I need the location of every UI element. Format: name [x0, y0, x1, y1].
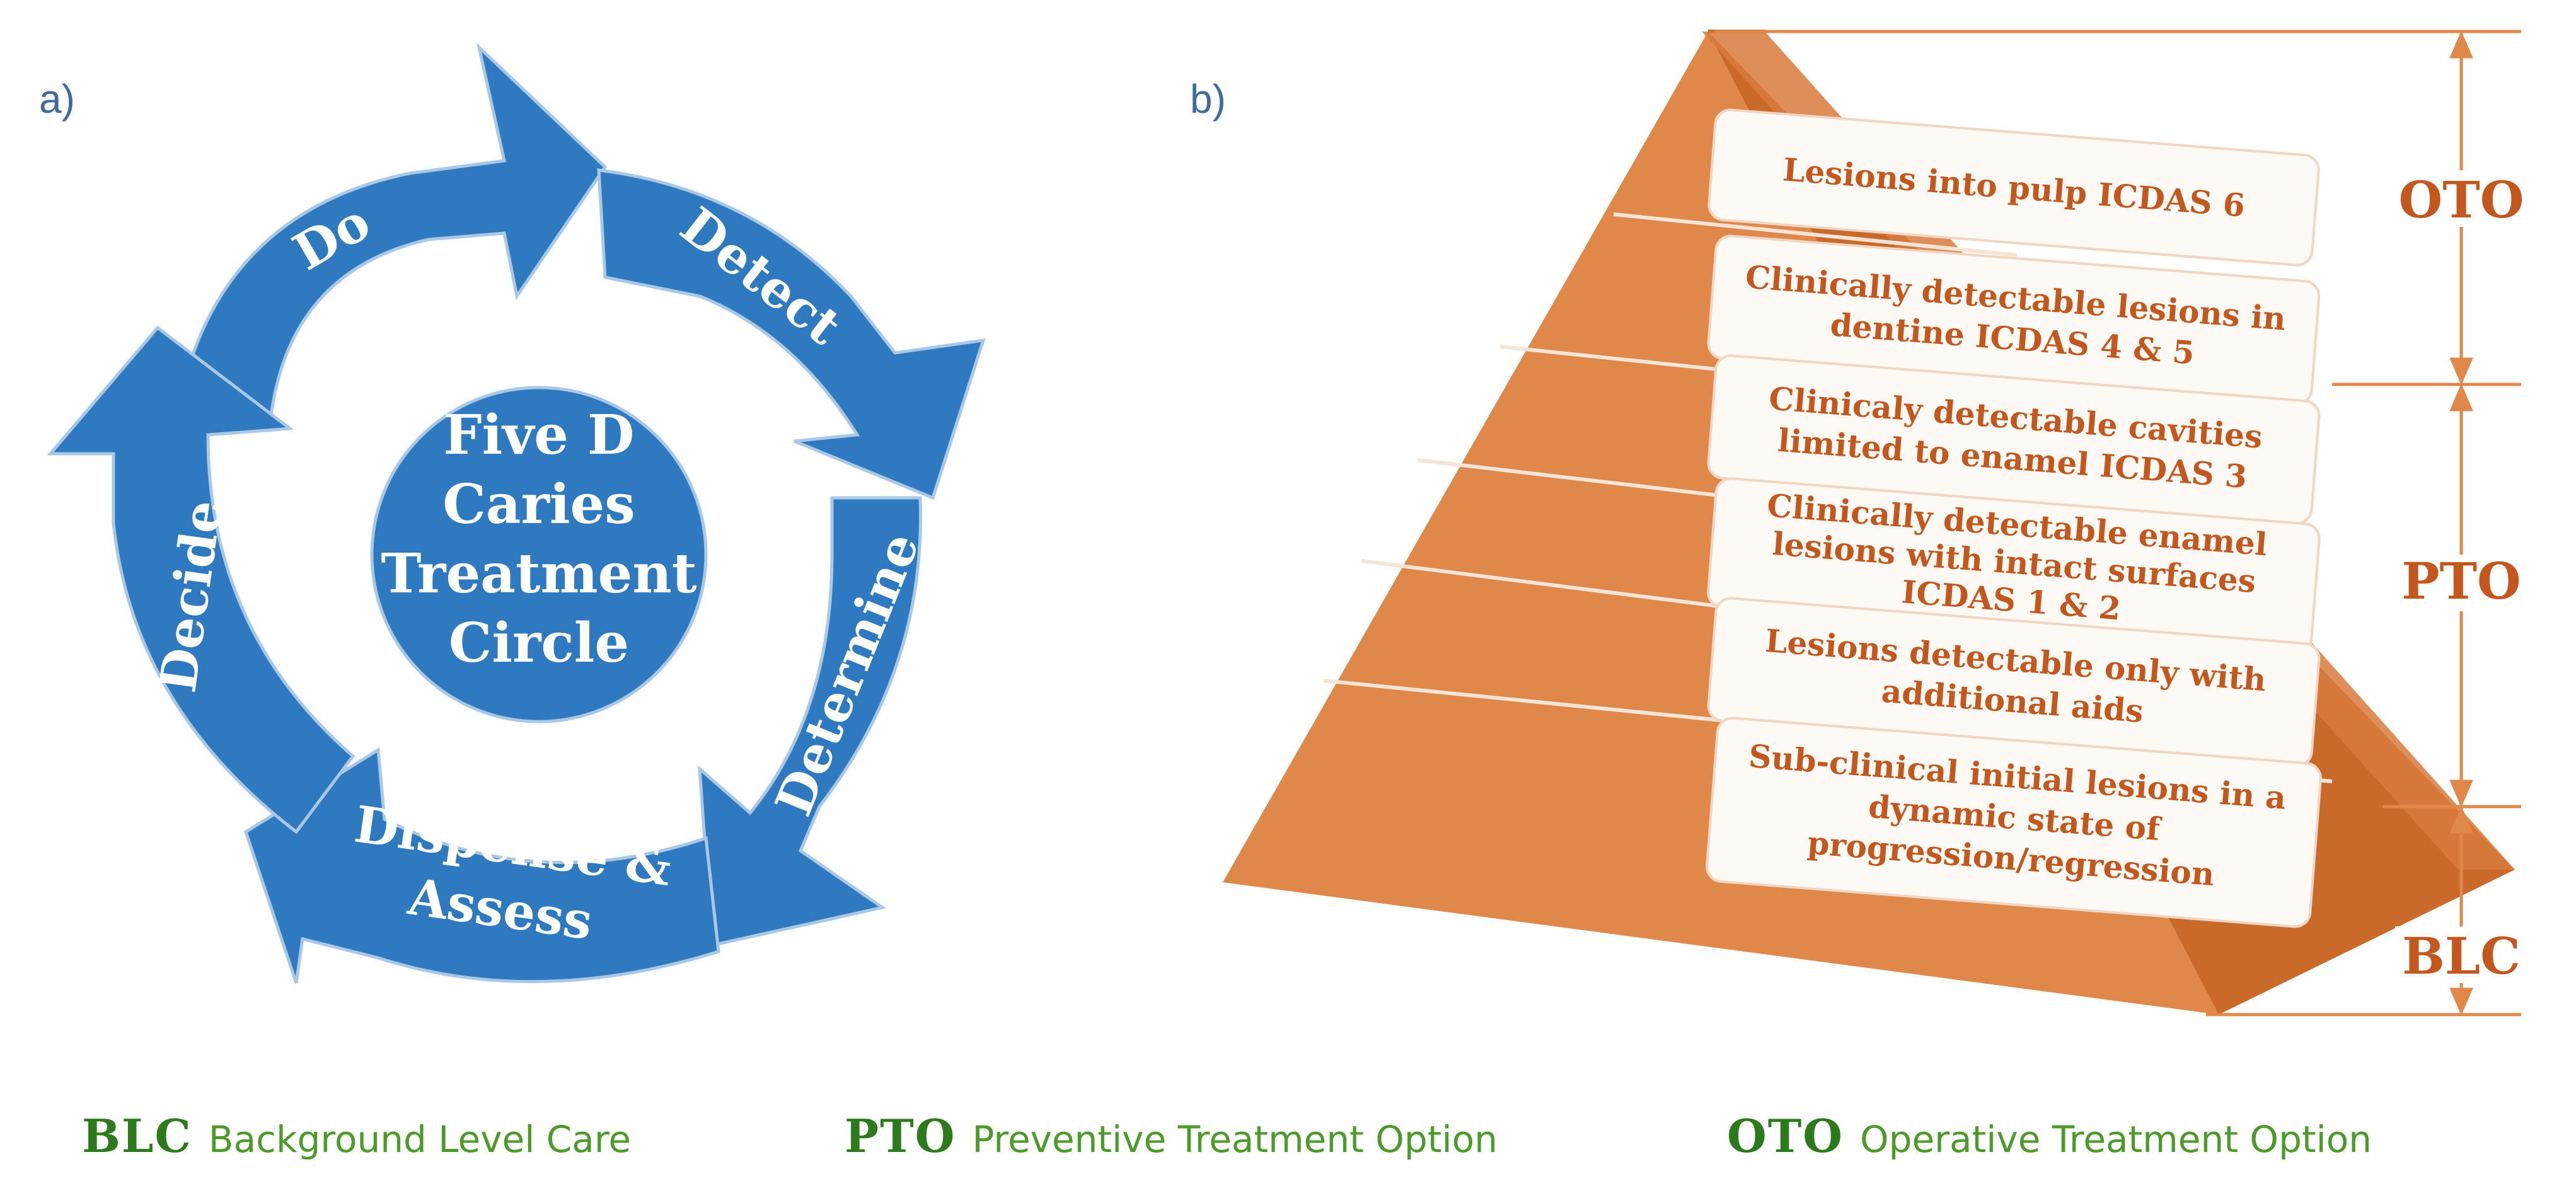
legend-pto-abbr: PTO [845, 1109, 956, 1163]
center-title-line1: Five D [444, 403, 635, 467]
panel-a-label: a) [39, 76, 75, 122]
bracket-pto-label: PTO [2401, 551, 2521, 611]
arrow-determine [698, 496, 923, 948]
panel-b-label: b) [1190, 76, 1226, 122]
legend-item-pto: PTO Preventive Treatment Option [845, 1109, 1498, 1163]
caries-pyramid: Lesions into pulp ICDAS 6 Clinically det… [1223, 30, 2527, 1016]
bracket-blc-label: BLC [2402, 926, 2521, 986]
legend-blc-desc: Background Level Care [208, 1118, 632, 1161]
legend-blc-abbr: BLC [82, 1109, 192, 1163]
center-circle [370, 386, 708, 723]
legend-oto-abbr: OTO [1727, 1109, 1844, 1163]
bracket-oto-label: OTO [2399, 170, 2524, 229]
legend-oto-desc: Operative Treatment Option [1860, 1118, 2372, 1161]
level-box-6 [1707, 108, 2320, 267]
center-title-line2: Caries [442, 473, 635, 536]
legend-item-oto: OTO Operative Treatment Option [1727, 1109, 2372, 1163]
arrow-dispense [244, 747, 720, 984]
arrow-do [187, 42, 608, 419]
arrow-detect [597, 168, 986, 500]
center-title-line4: Circle [449, 611, 629, 675]
legend-item-blc: BLC Background Level Care [82, 1109, 631, 1163]
five-d-circle: Five D Caries Treatment Circle Do Detect… [47, 42, 986, 984]
arrow-decide [47, 325, 355, 834]
legend-pto-desc: Preventive Treatment Option [972, 1118, 1498, 1161]
level-box-1 [1706, 717, 2322, 928]
center-title-line3: Treatment [381, 542, 696, 606]
